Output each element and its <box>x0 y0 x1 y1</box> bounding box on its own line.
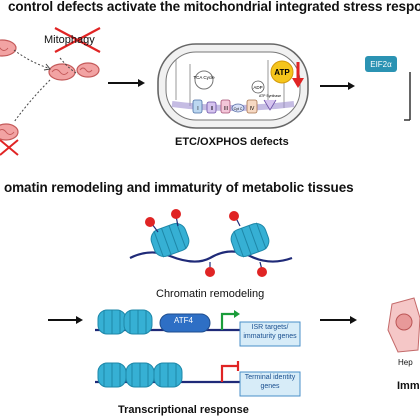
atp-down-arrow <box>292 62 304 88</box>
atp-synthase-label: ATP Synthase <box>259 94 281 98</box>
arrow-to-transcription <box>48 316 83 324</box>
isr-targets-box <box>239 321 301 347</box>
mitochondrion-left-2 <box>48 63 76 81</box>
terminal-identity-box <box>239 371 301 397</box>
arrow-to-mitochondrion <box>108 79 145 87</box>
mitochondrion-left-3 <box>0 123 19 141</box>
cyt-c-label: Cyt C <box>234 107 243 111</box>
etc-complexes <box>192 99 277 114</box>
atf4-protein <box>159 313 211 333</box>
arrow-to-immaturity <box>320 316 357 324</box>
complex-iv-label: IV <box>250 106 255 112</box>
atf4-label: ATF4 <box>174 316 193 325</box>
complex-i-label: I <box>197 106 198 112</box>
etc-label: ETC/OXPHOS defects <box>175 136 289 148</box>
gene-track-upper <box>95 309 301 347</box>
eif2a-label: EIF2α <box>370 60 392 69</box>
complex-iii-label: III <box>224 106 228 112</box>
complex-ii-label: II <box>211 106 214 112</box>
mitophagy-label: Mitophagy <box>44 34 95 46</box>
bottom-panel-heading: omatin remodeling and immaturity of meta… <box>4 180 354 195</box>
mitophagy-arrow <box>59 57 79 75</box>
top-panel-heading: control defects activate the mitochondri… <box>8 0 420 14</box>
eif2a-box <box>365 56 397 72</box>
tca-cycle-icon <box>194 70 214 90</box>
atp-label: ATP <box>274 68 290 77</box>
terminal-identity-label: Terminal identity genes <box>244 374 296 390</box>
mitophagy-blocked <box>54 27 101 53</box>
mitochondrion-large <box>157 43 309 129</box>
dotted-arrow-2 <box>13 79 51 123</box>
dotted-arrow-1 <box>13 49 49 69</box>
active-promoter-arrow <box>220 312 236 330</box>
repressed-promoter-mark <box>220 364 238 382</box>
arrow-to-eif2a <box>320 82 355 90</box>
isr-targets-label: ISR targets/ immaturity genes <box>243 324 297 340</box>
atp-icon <box>270 60 294 84</box>
immaturity-label: Imma <box>397 380 420 392</box>
hep-label: Hep <box>398 358 413 367</box>
mitochondrion-left-1 <box>0 39 17 57</box>
hepatocyte-cell <box>387 297 420 353</box>
blocked-mark-left <box>0 139 19 156</box>
mitochondrion-mitophagy <box>76 62 100 78</box>
gene-track-lower <box>95 361 301 397</box>
adp-label: ADP <box>253 85 262 90</box>
transcriptional-label: Transcriptional response <box>118 404 249 416</box>
chromatin-label: Chromatin remodeling <box>156 288 265 300</box>
chromatin-nucleosomes <box>129 209 293 277</box>
tca-label: TCA Cycle <box>193 75 215 80</box>
adp-icon <box>251 80 265 94</box>
